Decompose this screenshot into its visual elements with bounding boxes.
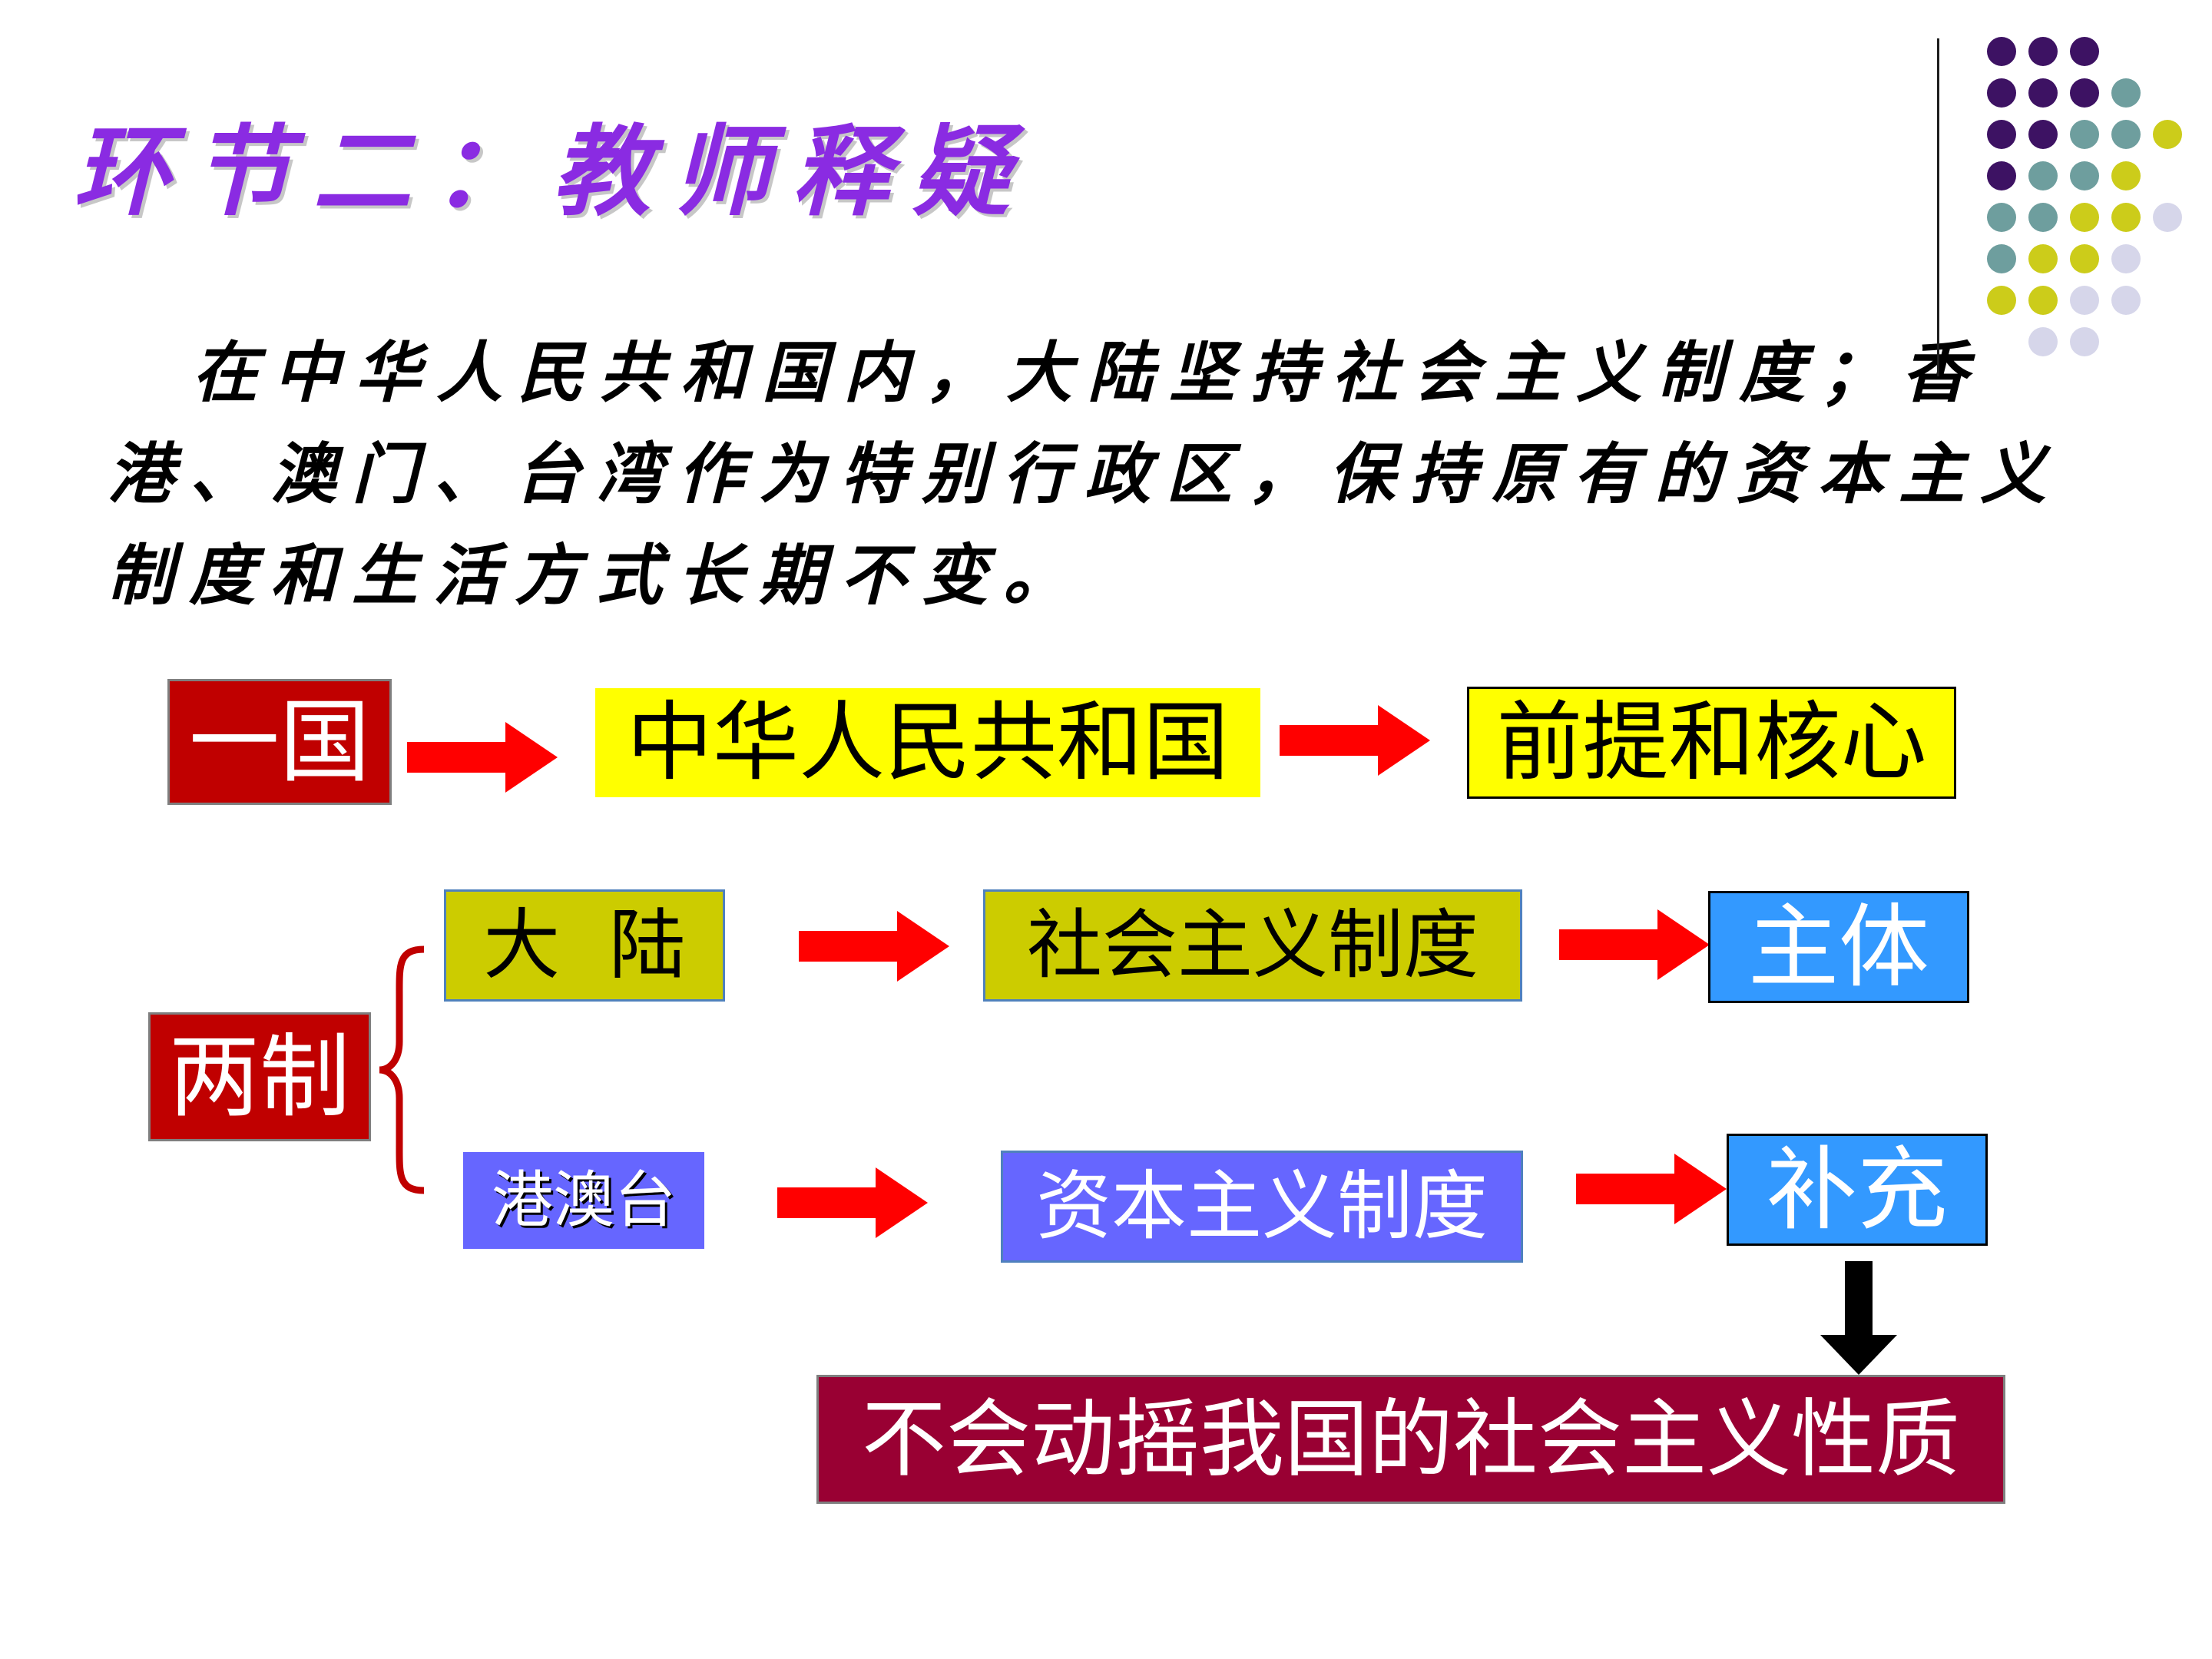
decorative-dot <box>2070 203 2099 232</box>
socialist-box: 社会主义制度 <box>983 889 1522 1002</box>
decorative-dot <box>2153 203 2182 232</box>
decorative-dot <box>2028 286 2058 315</box>
arrow-right-icon <box>1576 1154 1727 1224</box>
decorative-dot <box>2028 37 2058 66</box>
decorative-dot <box>2111 244 2141 273</box>
arrow-right-icon <box>777 1167 928 1238</box>
decorative-dot <box>2070 37 2099 66</box>
decorative-dot <box>1987 37 2016 66</box>
capitalist-box: 资本主义制度 <box>1001 1151 1523 1263</box>
decorative-dot <box>1987 161 2016 190</box>
decorative-dot <box>2153 120 2182 149</box>
premise-box: 前提和核心 <box>1467 687 1956 799</box>
intro-paragraph-text: 在中华人民共和国内，大陆坚持社会主义制度；香港、澳门、台湾作为特别行政区，保持原… <box>108 334 2061 614</box>
decorative-dot <box>2028 327 2058 356</box>
decorative-dot <box>2070 327 2099 356</box>
decorative-dot <box>1987 78 2016 108</box>
decorative-dot <box>2070 161 2099 190</box>
main-body-box: 主体 <box>1708 891 1969 1003</box>
arrow-right-icon <box>1559 909 1710 980</box>
decorative-dot <box>1987 203 2016 232</box>
decorative-dot <box>2028 120 2058 149</box>
liangzhi-box: 两制 <box>148 1012 371 1141</box>
decorative-dot <box>2070 286 2099 315</box>
decorative-dot <box>1987 286 2016 315</box>
mainland-box: 大 陆 <box>444 889 725 1002</box>
arrow-right-icon <box>1280 705 1430 776</box>
hmt-box: 港澳台 <box>463 1152 704 1249</box>
intro-paragraph: 在中华人民共和国内，大陆坚持社会主义制度；香港、澳门、台湾作为特别行政区，保持原… <box>108 323 2120 627</box>
decorative-dot <box>2028 78 2058 108</box>
arrow-down-icon <box>1820 1261 1897 1375</box>
decorative-dot <box>2111 161 2141 190</box>
curly-brace-icon <box>379 945 425 1194</box>
decorative-dot <box>2070 120 2099 149</box>
decorative-dot <box>2111 78 2141 108</box>
supplement-box: 补充 <box>1727 1134 1988 1246</box>
yiguo-box: 一国 <box>167 679 392 805</box>
decorative-dot <box>2111 203 2141 232</box>
arrow-right-icon <box>407 722 558 793</box>
decorative-dot <box>1987 120 2016 149</box>
decorative-dot <box>2028 203 2058 232</box>
arrow-right-icon <box>799 911 949 982</box>
decorative-divider-line <box>1937 38 1939 376</box>
decorative-dot <box>2111 120 2141 149</box>
decorative-dot <box>2028 244 2058 273</box>
slide-title: 环节二：教师释疑 <box>73 114 1032 230</box>
conclusion-box: 不会动摇我国的社会主义性质 <box>816 1375 2005 1504</box>
decorative-dot <box>2028 161 2058 190</box>
prc-box: 中华人民共和国 <box>595 688 1260 797</box>
decorative-dot <box>1987 244 2016 273</box>
decorative-dot <box>2070 78 2099 108</box>
decorative-dot <box>2111 286 2141 315</box>
decorative-dot <box>2070 244 2099 273</box>
